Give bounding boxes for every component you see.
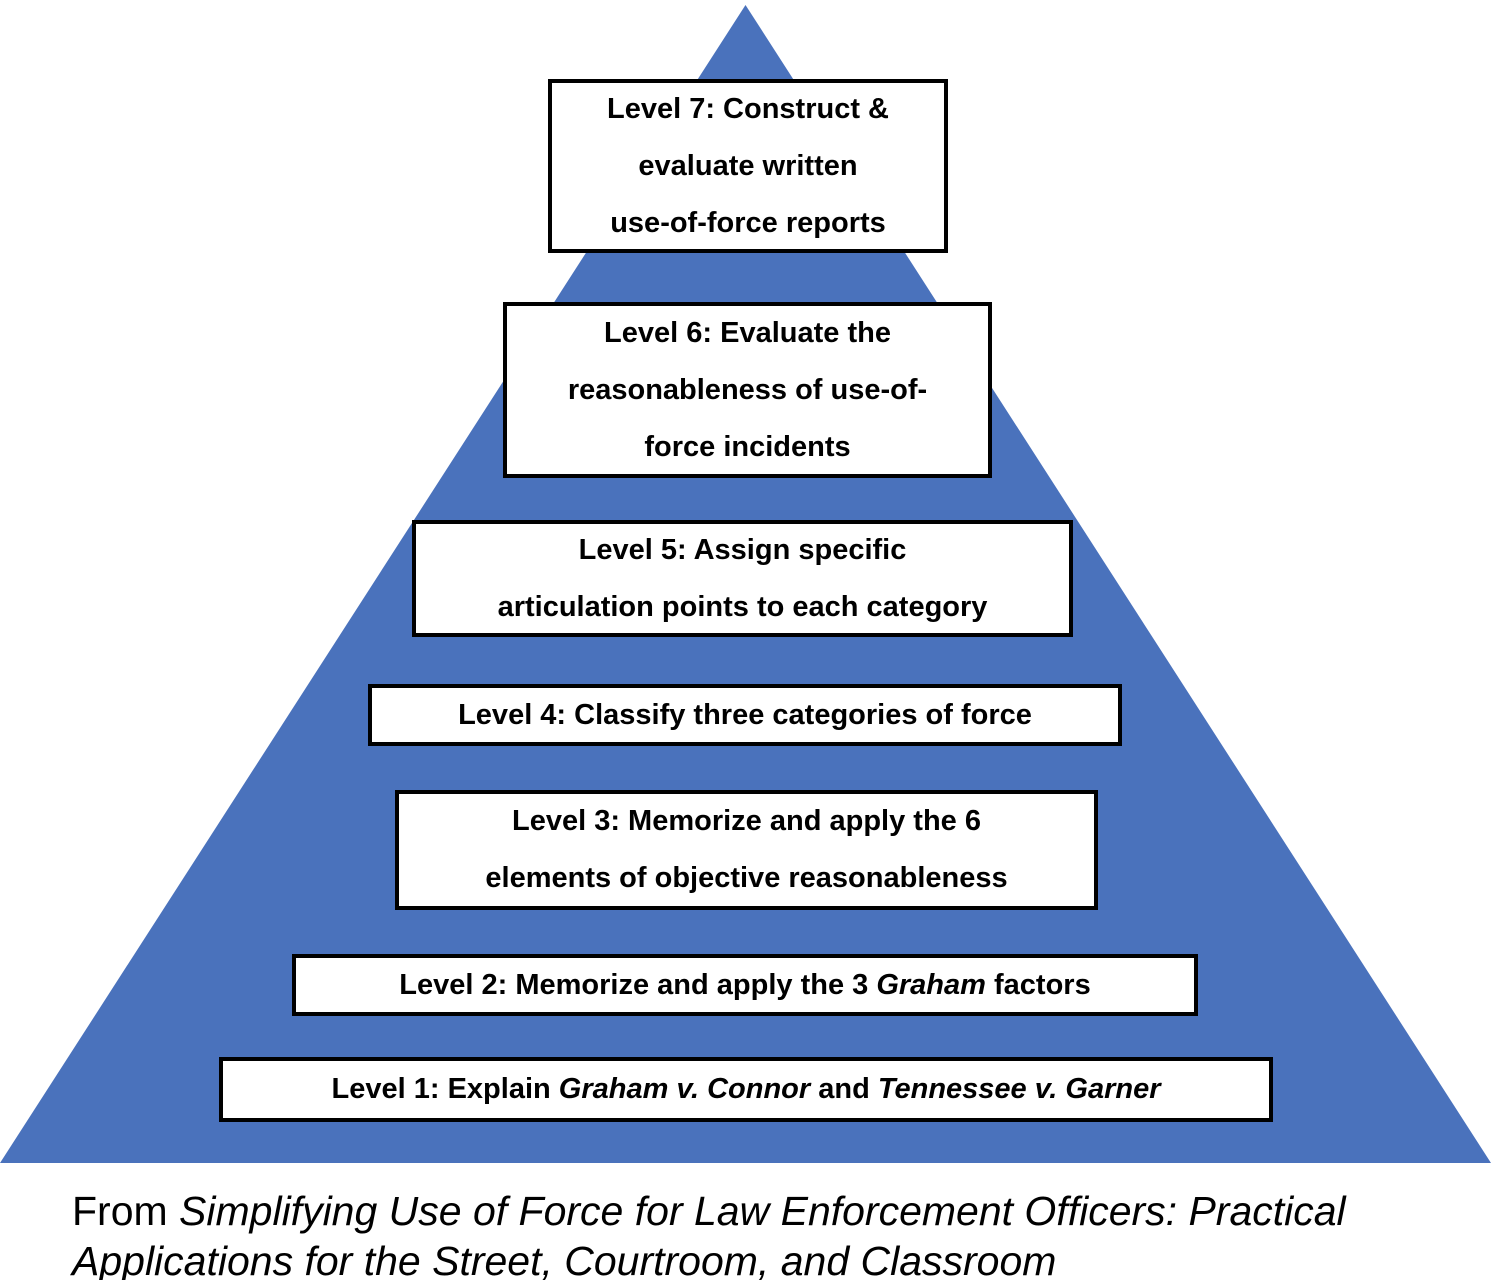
level-2-box: Level 2: Memorize and apply the 3 Graham… bbox=[292, 954, 1198, 1016]
level-4-box: Level 4: Classify three categories of fo… bbox=[368, 684, 1122, 746]
level-1-box: Level 1: Explain Graham v. Connor and Te… bbox=[219, 1057, 1273, 1122]
source-caption: From Simplifying Use of Force for Law En… bbox=[72, 1188, 1346, 1280]
